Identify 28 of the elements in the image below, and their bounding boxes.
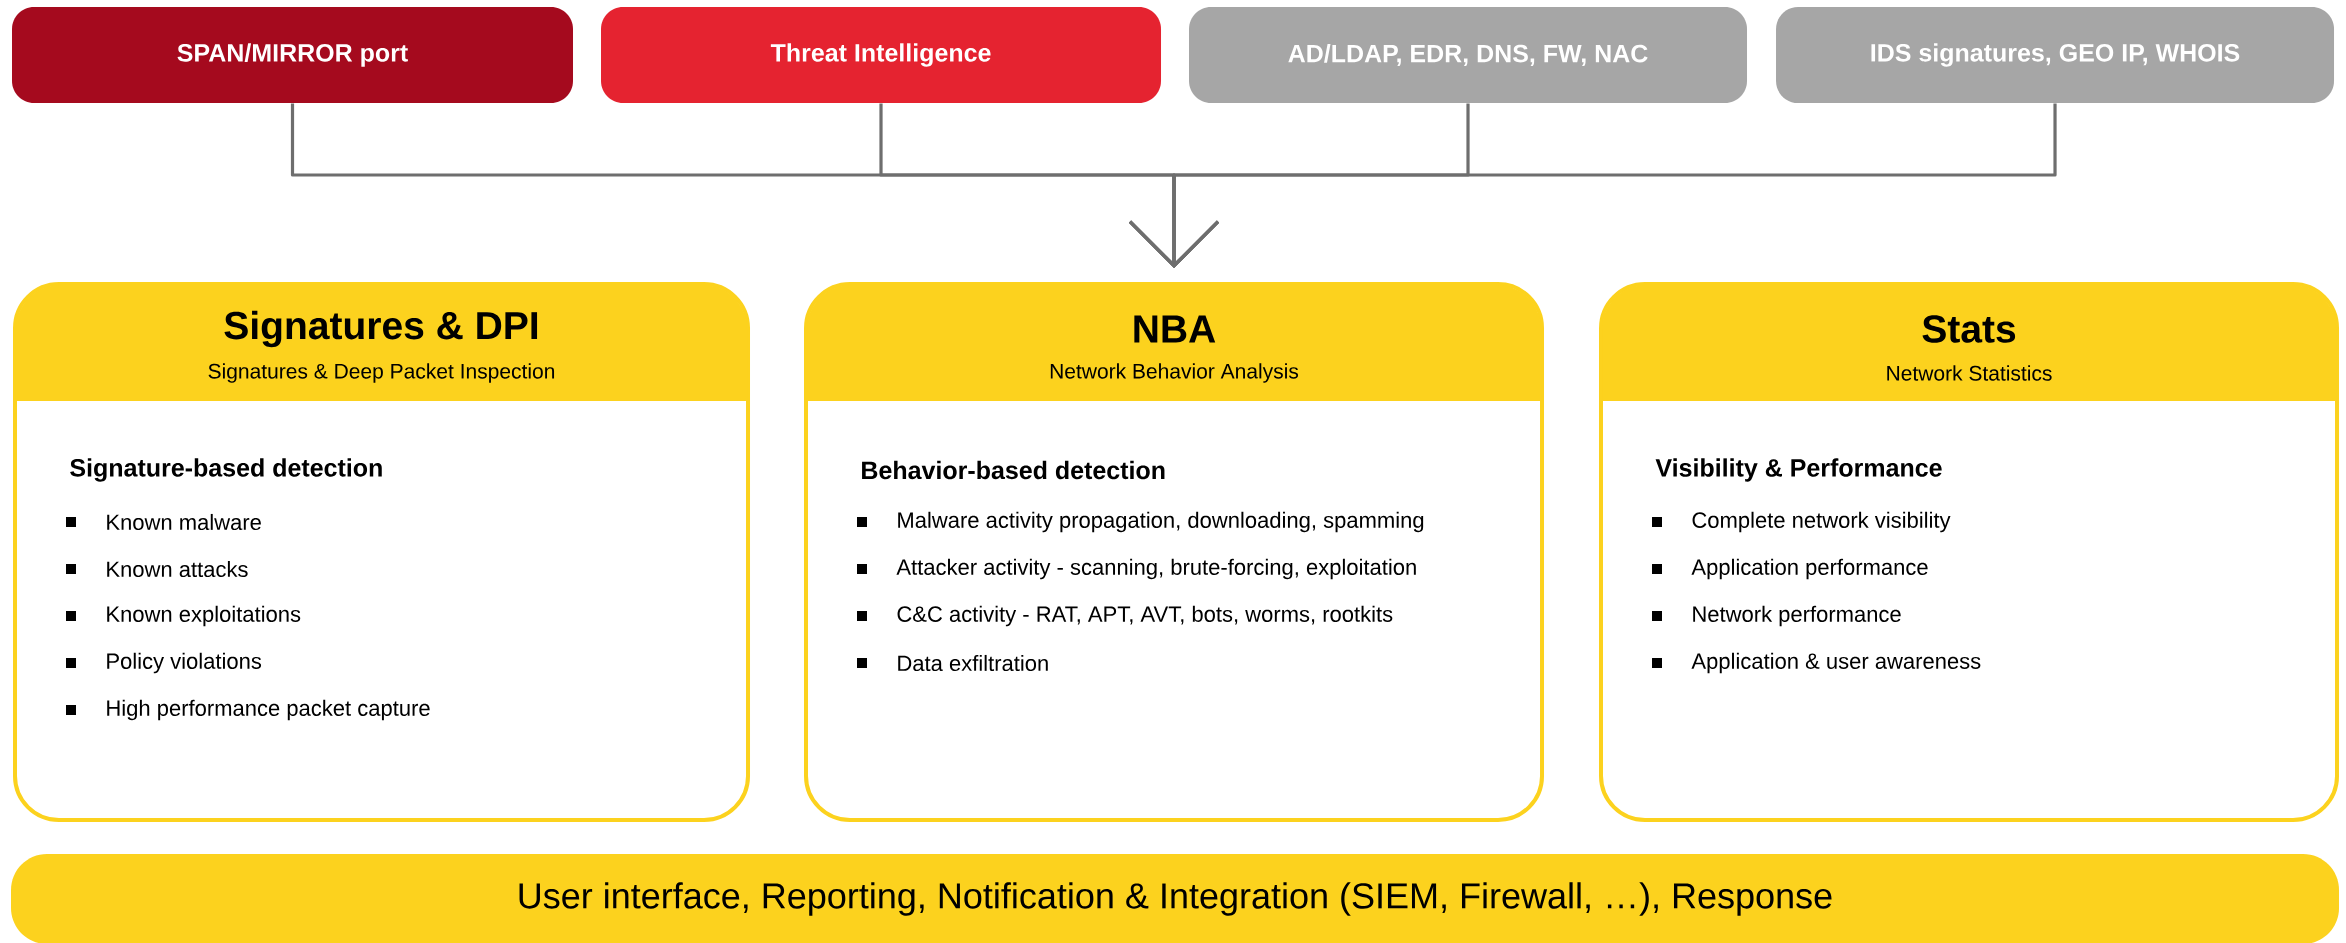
arrow xyxy=(1128,103,2057,268)
list-heading: Signature-based detection xyxy=(70,458,382,482)
panel-subtitle: Signatures & Deep Packet Inspection xyxy=(208,363,555,383)
panel-title: Signatures & DPI xyxy=(224,310,538,348)
panel-title: NBA xyxy=(1134,315,1216,343)
list-item: Application performance xyxy=(1691,558,1928,580)
list-item: C&C activity - RAT, APT, AVT, bots, worms, rootkits xyxy=(897,605,1393,627)
list-item: Data exfiltration xyxy=(898,654,1048,672)
list-heading: Visibility & Performance xyxy=(1655,458,1942,482)
list-item: High performance packet capture xyxy=(107,699,430,721)
list-item: Policy violations xyxy=(107,652,262,674)
source-box: Threat Intelligence xyxy=(601,7,1161,103)
list-item: Known attacks xyxy=(107,560,248,578)
source-box: IDS signatures, GEO IP, WHOIS xyxy=(1776,7,2335,103)
list-heading: Behavior-based detection xyxy=(862,460,1165,480)
list-item: Attacker activity - scanning, brute-forcing, exploitation xyxy=(896,558,1416,580)
panel-title: Stats xyxy=(1922,315,2016,343)
list-item: Network performance xyxy=(1693,605,1901,627)
panel-subtitle: Network Statistics xyxy=(1887,365,2052,381)
list-item: Application & user awareness xyxy=(1691,652,1981,674)
list-item: Known malware xyxy=(107,513,261,531)
list-item: Complete network visibility xyxy=(1692,511,1951,533)
output-bar: User interface, Reporting, Notification & Integration (SIEM, Firewall, …), Response xyxy=(11,854,2339,943)
source-box: SPAN/MIRROR port xyxy=(12,7,573,103)
list-item: Malware activity propagation, downloading, spamming xyxy=(898,511,1424,533)
panel-subtitle: Network Behavior Analysis xyxy=(1050,363,1299,383)
list-item: Known exploitations xyxy=(107,605,301,627)
source-box: AD/LDAP, EDR, DNS, FW, NAC xyxy=(1189,7,1747,103)
